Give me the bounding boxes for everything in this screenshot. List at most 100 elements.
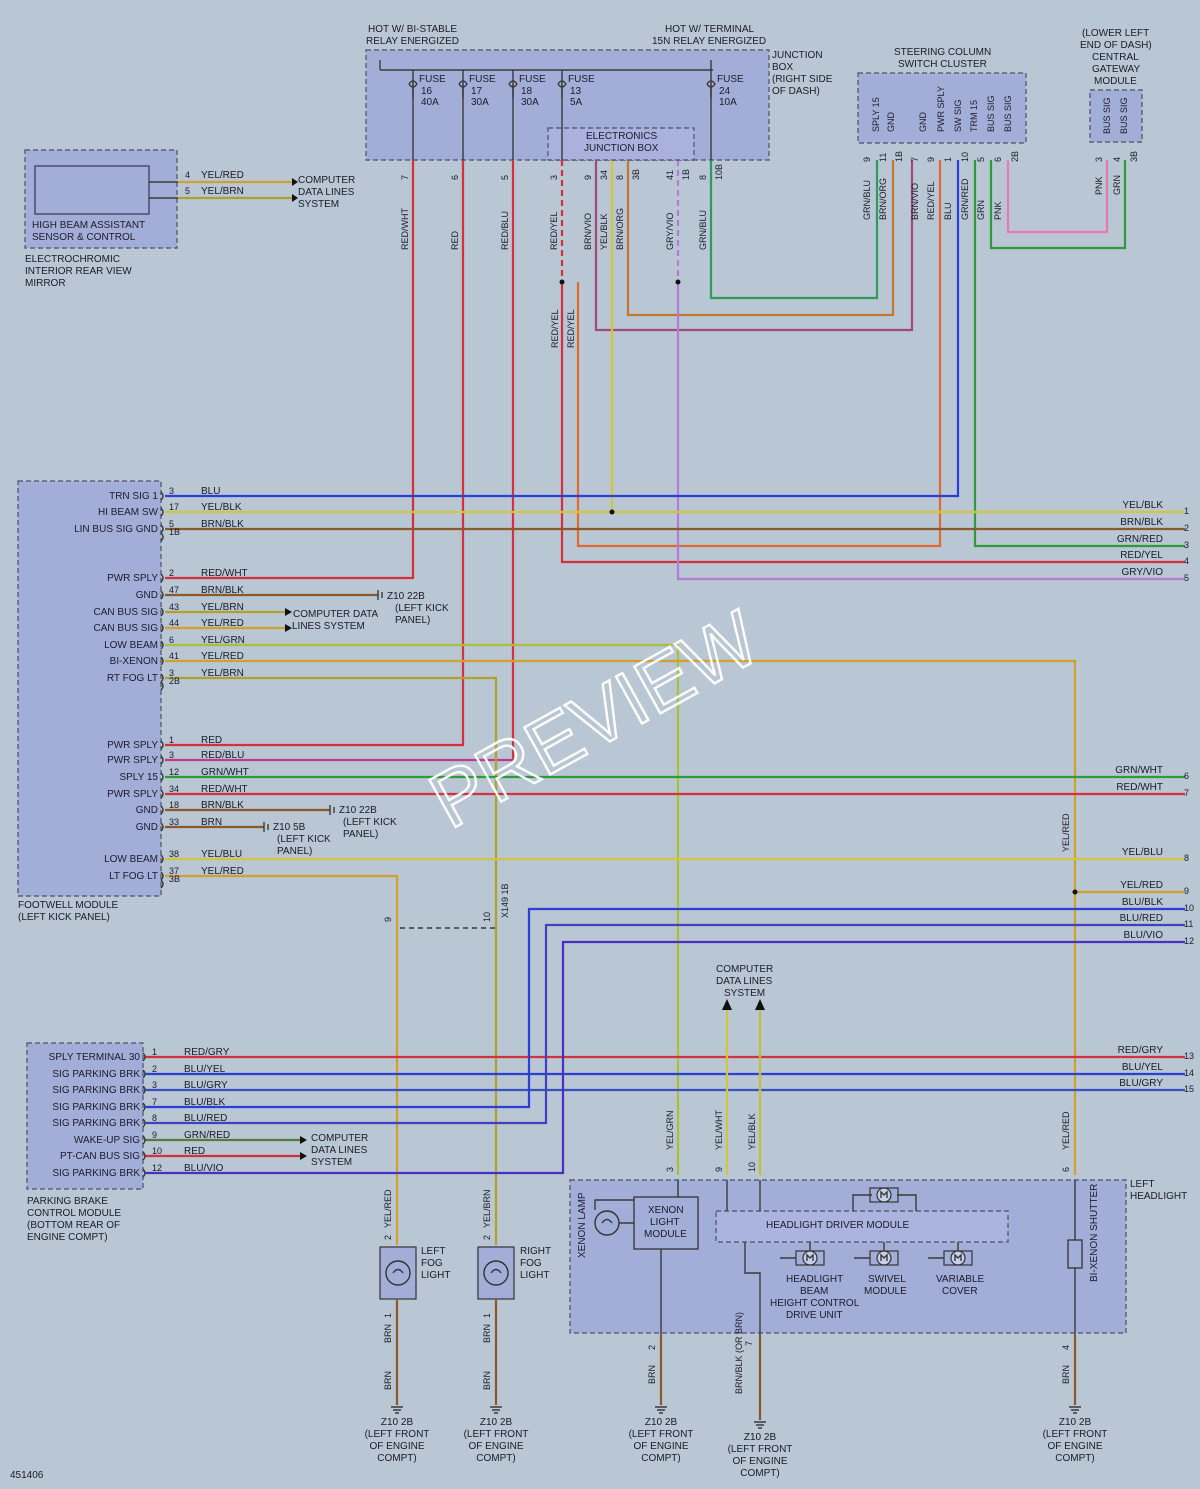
fuse-num: 24 xyxy=(719,86,731,97)
footwell-pin-num: 1B xyxy=(169,527,180,537)
connector-icon xyxy=(142,1069,146,1079)
hdm-leads xyxy=(726,1180,917,1335)
scs-wire-pin: 10 xyxy=(960,152,970,162)
pbcm-pin-num: 10 xyxy=(152,1146,162,1156)
jbox-label-1: JUNCTION xyxy=(772,50,823,61)
hbh-label-4: DRIVE UNIT xyxy=(786,1310,843,1321)
footwell-wire-label: RED/WHT xyxy=(201,568,248,579)
ground-label: Z10 2B xyxy=(381,1417,414,1428)
wire-blu-red xyxy=(145,923,1185,1125)
lh-label-1: LEFT xyxy=(1130,1179,1154,1190)
central-gateway-module: (LOWER LEFT END OF DASH) CENTRAL GATEWAY… xyxy=(1080,28,1152,143)
xenon-light-module xyxy=(633,1196,699,1250)
wire-red-yel-b xyxy=(576,160,942,548)
footwell-wire-label: BRN/BLK xyxy=(201,585,244,596)
hot-terminal-label: HOT W/ TERMINAL xyxy=(665,24,755,35)
vwire-label: YEL/BLK xyxy=(599,213,609,250)
ground-loc-2: OF ENGINE xyxy=(468,1441,523,1452)
footwell-pin-num: 33 xyxy=(169,817,179,827)
footwell-wire-label: YEL/RED xyxy=(201,618,244,629)
rfog-label-2: FOG xyxy=(520,1258,542,1269)
splice-dot-icon xyxy=(1072,889,1078,895)
fuse-amp: 5A xyxy=(570,97,583,108)
scs-label-2: SWITCH CLUSTER xyxy=(898,59,987,70)
right-output-wire: RED/GRY xyxy=(1118,1045,1164,1056)
footwell-pin-name: BI-XENON xyxy=(110,656,158,667)
ground-label: Z10 2B xyxy=(744,1432,777,1443)
relay-energized-label: RELAY ENERGIZED xyxy=(366,36,459,47)
vwire-label: RED/BLU xyxy=(500,211,510,250)
fuse-name: FUSE xyxy=(419,74,446,85)
footwell-pin-name: LT FOG LT xyxy=(109,871,158,882)
hbh-label-2: BEAM xyxy=(800,1286,828,1297)
pbcm-wire-label: RED/GRY xyxy=(184,1047,230,1058)
connector-icon xyxy=(160,673,164,683)
footwell-pin-name: LOW BEAM xyxy=(104,854,158,865)
splice-dot-icon xyxy=(675,279,681,285)
mirror-cdl-3: SYSTEM xyxy=(298,199,339,210)
right-output-num: 11 xyxy=(1184,919,1193,929)
hl-in-9-wire: YEL/WHT xyxy=(714,1109,724,1150)
connector-icon xyxy=(142,1118,146,1128)
pbcm-pin-name: SPLY TERMINAL 30 xyxy=(49,1052,141,1063)
vwire-pin: 7 xyxy=(400,175,410,180)
motor-lead xyxy=(854,1242,885,1259)
pbcm-wire-label: BLU/BLK xyxy=(184,1097,225,1108)
footwell-pin-num: 1 xyxy=(169,735,174,745)
pbcm-label-2: CONTROL MODULE xyxy=(27,1208,121,1219)
hl-cdl-3: SYSTEM xyxy=(724,988,765,999)
hl-gnd-4-pin: 4 xyxy=(1061,1345,1071,1350)
lfog-label-1: LEFT xyxy=(421,1246,445,1257)
left-fog-filament xyxy=(392,1268,404,1274)
scs-frame xyxy=(857,72,1027,144)
lh-label-2: HEADLIGHT xyxy=(1130,1191,1187,1202)
scs-pin-label: GND xyxy=(918,112,928,133)
scs-wire-label: GRN xyxy=(976,200,986,220)
pb-cdl-3: SYSTEM xyxy=(311,1157,352,1168)
wire-grn-red xyxy=(973,160,1185,548)
pbcm-wire-label: BLU/VIO xyxy=(184,1163,224,1174)
connector-icon xyxy=(142,1085,146,1095)
right-output-wire: BLU/RED xyxy=(1120,913,1163,924)
scs-wire-pin: 5 xyxy=(976,157,986,162)
hl-gnd-2-pin: 2 xyxy=(647,1345,657,1350)
right-output-num: 13 xyxy=(1184,1051,1194,1061)
hba-wire-4: YEL/RED xyxy=(201,170,244,181)
pbcm-pin-name: WAKE-UP SIG xyxy=(74,1135,140,1146)
hl-gnd-7-pin: 7 xyxy=(744,1341,754,1346)
vwire-pin: 5 xyxy=(500,175,510,180)
right-output-wire: BLU/YEL xyxy=(1122,1062,1164,1073)
wire-blu-blk xyxy=(145,907,1185,1109)
footwell-pin-name: GND xyxy=(136,590,158,601)
footwell-wire-label: YEL/BLU xyxy=(201,849,242,860)
shutter-label: BI-XENON SHUTTER xyxy=(1089,1184,1100,1282)
scs-wire-pin: 1B xyxy=(894,151,904,162)
pbcm-pin-num: 9 xyxy=(152,1130,157,1140)
connector-icon xyxy=(142,1151,146,1161)
hl-in-6-wire: YEL/RED xyxy=(1061,1111,1071,1150)
lkp-2b: PANEL) xyxy=(343,829,378,840)
right-output-wire: GRY/VIO xyxy=(1122,567,1164,578)
right-output-wire: BLU/VIO xyxy=(1124,930,1164,941)
footwell-wire-label: GRN/WHT xyxy=(201,767,249,778)
vwire-label: GRY/VIO xyxy=(665,213,675,250)
pbcm-pin-num: 8 xyxy=(152,1113,157,1123)
footwell-pin-num: 43 xyxy=(169,602,179,612)
splice-dot-icon xyxy=(609,509,615,515)
fuse-icon xyxy=(706,80,716,98)
right-output-wire: BLU/GRY xyxy=(1119,1078,1163,1089)
footwell-pin-num: 3 xyxy=(169,486,174,496)
footwell-wire-label: YEL/RED xyxy=(201,651,244,662)
left-fog-bulb-icon xyxy=(385,1260,411,1286)
swivel-label-1: SWIVEL xyxy=(868,1274,906,1285)
pbcm-wire-label: BLU/RED xyxy=(184,1113,227,1124)
scs-wire-pin: 11 xyxy=(878,153,888,162)
headlight-driver-module xyxy=(715,1210,1009,1243)
scs-wire-label: GRN/BLU xyxy=(862,180,872,220)
hl-gnd-2-wire: BRN xyxy=(647,1365,657,1384)
rfog-label-1: RIGHT xyxy=(520,1246,551,1257)
connector-icon xyxy=(160,507,164,517)
